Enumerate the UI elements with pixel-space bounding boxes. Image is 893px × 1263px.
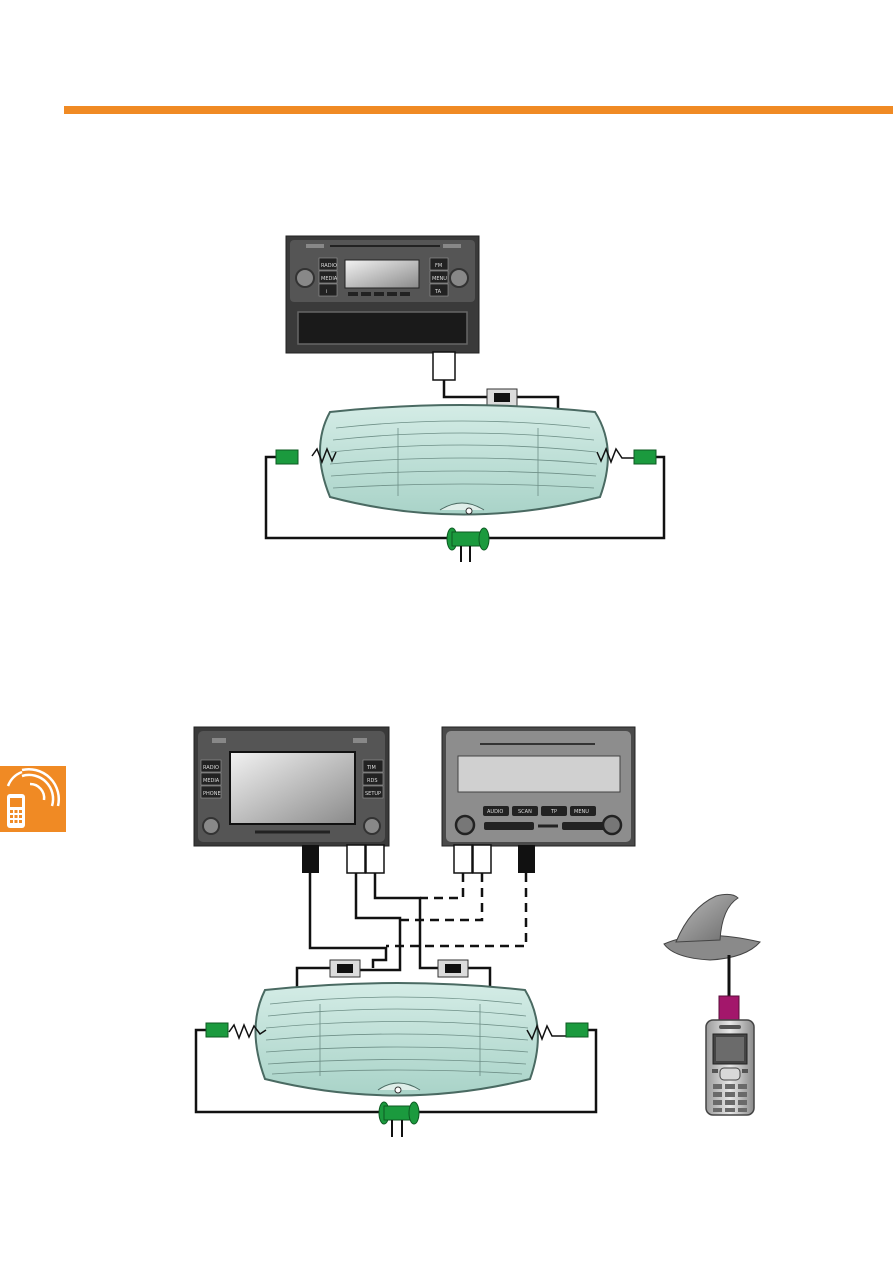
nav-tune-knob-icon — [363, 817, 381, 835]
rear-window-top — [319, 404, 609, 516]
nav-left-button-3: PHONE — [203, 791, 221, 797]
nav-volume-knob-icon — [202, 817, 220, 835]
rcd-button-3: TP — [550, 809, 557, 815]
mobile-phone-signal-icon — [6, 768, 60, 828]
green-junction-top — [446, 527, 490, 562]
nav-right-button-1: TIM — [366, 765, 376, 771]
radio-antenna-connector — [432, 351, 456, 381]
nav-white-connector-2 — [365, 844, 385, 874]
green-connector-right-top — [633, 449, 657, 465]
nav-black-connector — [302, 845, 319, 873]
antenna-amplifier-top — [486, 388, 518, 407]
radio-top-right-button-3: TA — [434, 289, 442, 295]
green-connector-left-bottom — [205, 1022, 229, 1038]
radio-top-right-button-1: FM — [435, 263, 442, 269]
green-junction-bottom — [378, 1101, 420, 1137]
tune-knob-icon — [449, 268, 469, 288]
radio-top-right-button-2: MENU — [432, 276, 447, 282]
radio-unit-rcd: AUDIO SCAN TP MENU — [441, 726, 636, 847]
rcd-black-connector — [518, 845, 535, 873]
antenna-amplifier-bottom-right — [437, 959, 469, 978]
nav-white-connector-1 — [346, 844, 366, 874]
radio-top-display — [344, 259, 420, 289]
green-connector-right-bottom — [565, 1022, 589, 1038]
rcd-tune-knob-icon — [601, 814, 623, 836]
magenta-connector — [718, 995, 740, 1021]
radio-top-left-button-1: RADIO — [321, 263, 337, 269]
rcd-display — [457, 755, 621, 793]
power-knob-icon — [295, 268, 315, 288]
radio-unit-navigation: RADIO MEDIA PHONE TIM RDS SETUP — [193, 726, 390, 847]
green-connector-left-top — [275, 449, 299, 465]
radio-top-storage-tray — [297, 311, 468, 345]
rcd-power-knob-icon — [454, 814, 476, 836]
bottom-wiring-diagram: RADIO MEDIA PHONE TIM RDS SETUP — [193, 726, 761, 1137]
antenna-amplifier-bottom-left — [329, 959, 361, 978]
nav-left-button-1: RADIO — [203, 765, 219, 771]
rear-window-bottom — [254, 982, 539, 1097]
rcd-button-1: AUDIO — [487, 809, 503, 815]
radio-top-left-button-2: MEDIA — [321, 276, 338, 282]
header-orange-rule — [64, 106, 893, 114]
side-tab — [0, 766, 66, 832]
rcd-white-connector-1 — [453, 844, 473, 874]
nav-right-button-2: RDS — [367, 778, 378, 784]
radio-top-left-button-3: i — [326, 289, 327, 295]
rcd-white-connector-2 — [472, 844, 492, 874]
top-wiring-diagram: RADIO MEDIA i FM MENU TA — [264, 235, 666, 562]
shark-fin-antenna-icon — [663, 893, 761, 961]
rcd-button-2: SCAN — [518, 809, 532, 815]
rcd-button-4: MENU — [574, 809, 589, 815]
nav-touchscreen — [229, 751, 356, 825]
nav-left-button-2: MEDIA — [203, 778, 220, 784]
mobile-phone-icon — [705, 1019, 755, 1116]
nav-right-button-3: SETUP — [365, 791, 381, 797]
radio-unit-top: RADIO MEDIA i FM MENU TA — [285, 235, 480, 354]
